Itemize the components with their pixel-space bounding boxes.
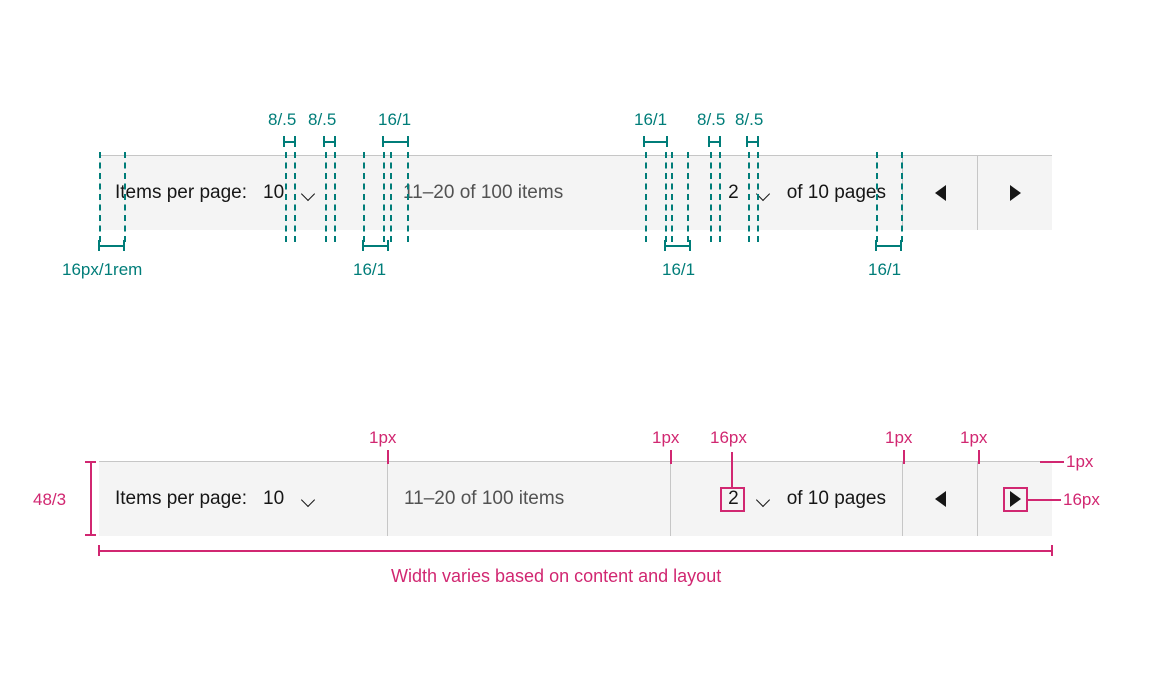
caret-left-icon: [934, 491, 946, 507]
page-total-text: of 10 pages: [786, 182, 886, 203]
measure-label-divider-1: 1px: [369, 428, 397, 447]
leader-line: [903, 450, 905, 464]
items-per-page-value[interactable]: 10: [263, 488, 285, 509]
page-number-value[interactable]: 2: [728, 488, 739, 509]
guide-line: [687, 152, 689, 242]
measure-label-divider-2: 1px: [652, 428, 680, 447]
measure-label: 8/.5: [308, 110, 337, 129]
leader-line: [731, 452, 733, 488]
chevron-down-icon[interactable]: [300, 185, 316, 201]
guide-line: [719, 152, 721, 242]
measure-label-height: 48/3: [33, 490, 67, 509]
prev-page-button[interactable]: [902, 156, 977, 230]
measure-ipp-section-pad: [382, 136, 409, 147]
measure-page-right-gap: [746, 136, 759, 147]
guide-line: [334, 152, 336, 242]
guide-line: [407, 152, 409, 242]
guide-line: [325, 152, 327, 242]
guide-line: [383, 152, 385, 242]
leader-line: [670, 450, 672, 464]
caret-size-box: [1003, 487, 1028, 512]
pagination-bar-spacing[interactable]: Items per page: 10 11–20 of 100 items 2 …: [99, 155, 1052, 230]
measure-label-chevron: 16px: [710, 428, 747, 447]
next-page-button[interactable]: [977, 156, 1052, 230]
guide-line: [99, 152, 101, 242]
measure-label-caret: 16px: [1063, 490, 1100, 509]
measure-label-top-border: 1px: [1066, 452, 1094, 471]
section-item-range: 11–20 of 100 items: [387, 156, 670, 230]
measure-label: 16/1: [634, 110, 668, 129]
page-chevron-down-icon[interactable]: [755, 491, 771, 507]
guide-line: [876, 152, 878, 242]
measure-label: 8/.5: [697, 110, 726, 129]
measure-ipp-left-gap: [283, 136, 296, 147]
guide-line: [390, 152, 392, 242]
guide-line: [124, 152, 126, 242]
next-page-button[interactable]: [977, 462, 1052, 536]
measure-label: 16/1: [353, 260, 387, 279]
caret-right-icon: [1009, 491, 1021, 507]
section-page-selector[interactable]: 2 of 10 pages: [670, 462, 902, 536]
measure-label: 16/1: [378, 110, 412, 129]
measure-bar-height: [85, 461, 96, 536]
measure-label-divider-4: 1px: [960, 428, 988, 447]
guide-line: [671, 152, 673, 242]
measure-range-left-pad: [362, 240, 389, 251]
guide-line: [363, 152, 365, 242]
guide-line: [285, 152, 287, 242]
section-page-selector[interactable]: 2 of 10 pages: [670, 156, 902, 230]
items-per-page-label: Items per page:: [115, 488, 248, 509]
guide-line: [901, 152, 903, 242]
prev-page-button[interactable]: [902, 462, 977, 536]
section-items-per-page[interactable]: Items per page: 10: [99, 156, 387, 230]
measure-page-end-pad: [875, 240, 902, 251]
page-total-text: of 10 pages: [786, 488, 886, 509]
item-range-text: 11–20 of 100 items: [403, 182, 564, 203]
guide-line: [710, 152, 712, 242]
pagination-bar-size[interactable]: Items per page: 10 11–20 of 100 items 2 …: [99, 461, 1052, 536]
guide-line: [294, 152, 296, 242]
caret-right-icon: [1009, 185, 1021, 201]
section-items-per-page[interactable]: Items per page: 10: [99, 462, 387, 536]
width-caption: Width varies based on content and layout: [391, 566, 722, 586]
items-per-page-value[interactable]: 10: [263, 182, 285, 203]
measure-label: 16px/1rem: [62, 260, 143, 279]
measure-label-divider-3: 1px: [885, 428, 913, 447]
measure-page-start-pad: [664, 240, 691, 251]
measure-page-left-gap: [708, 136, 721, 147]
section-item-range: 11–20 of 100 items: [387, 462, 670, 536]
measure-ipp-right-gap: [323, 136, 336, 147]
measure-bar-start-pad: [98, 240, 125, 251]
measure-label: 16/1: [662, 260, 696, 279]
guide-line: [645, 152, 647, 242]
guide-line: [748, 152, 750, 242]
chevron-down-icon[interactable]: [300, 491, 316, 507]
guide-line: [665, 152, 667, 242]
leader-line: [1028, 499, 1061, 501]
item-range-text: 11–20 of 100 items: [404, 488, 565, 509]
chevron-size-box: [720, 487, 745, 512]
guide-line: [757, 152, 759, 242]
measure-label: 8/.5: [268, 110, 297, 129]
leader-line: [978, 450, 980, 464]
caret-left-icon: [934, 185, 946, 201]
measure-label: 8/.5: [735, 110, 764, 129]
measure-label: 16/1: [868, 260, 902, 279]
leader-line: [1040, 461, 1064, 463]
leader-line: [387, 450, 389, 464]
measure-bar-width: [98, 545, 1053, 556]
measure-page-section-pad: [643, 136, 668, 147]
page-number-value[interactable]: 2: [728, 182, 739, 203]
items-per-page-label: Items per page:: [115, 182, 248, 203]
